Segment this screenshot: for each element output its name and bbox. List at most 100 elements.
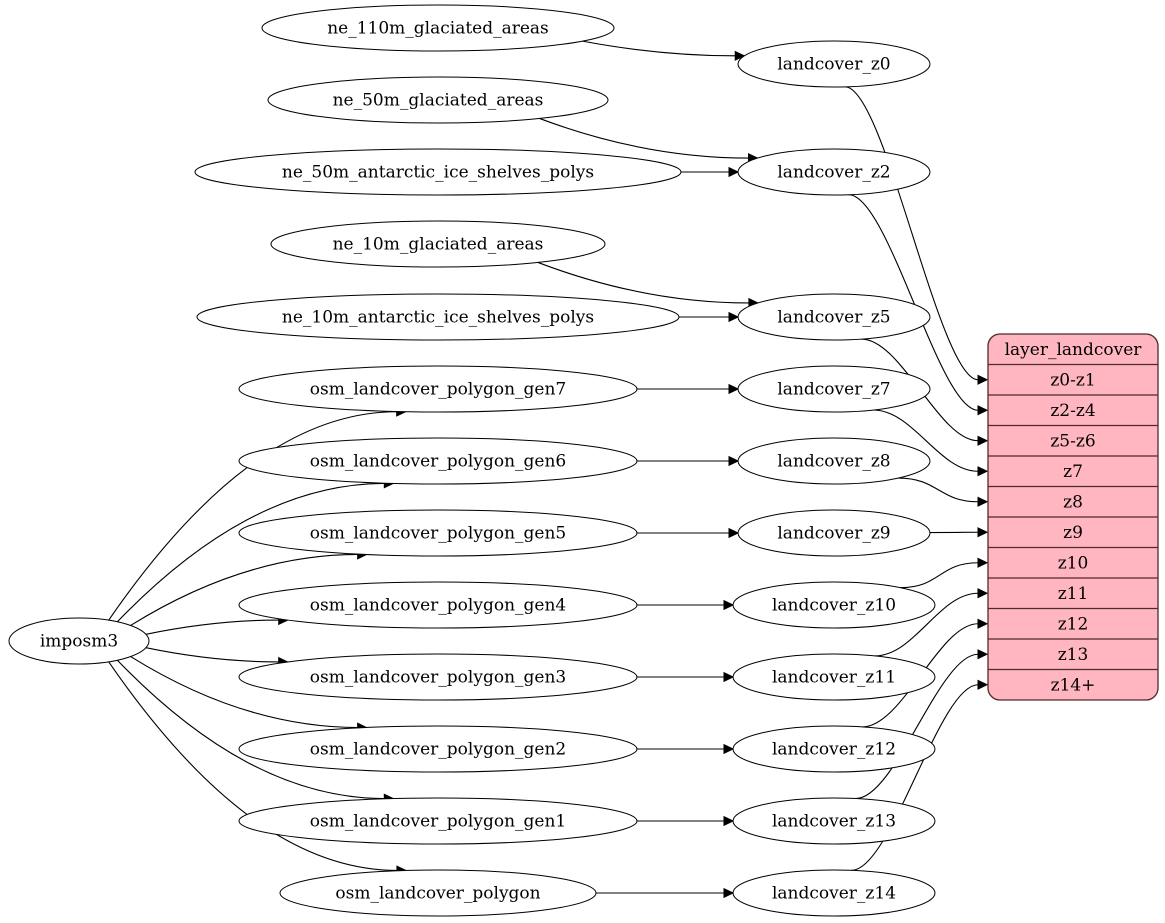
node-osm_landcover_polygon_gen2[interactable]: osm_landcover_polygon_gen2	[238, 725, 638, 773]
table-row-z11[interactable]: z11	[1058, 584, 1089, 604]
arrow-head	[734, 50, 746, 61]
node-ne_110m_glaciated_areas[interactable]: ne_110m_glaciated_areas	[261, 4, 615, 52]
arrow-head	[977, 588, 989, 599]
node-imposm3[interactable]: imposm3	[8, 617, 150, 665]
arrow-head	[977, 649, 989, 660]
edge-path	[539, 117, 749, 159]
node-label: landcover_z12	[772, 740, 896, 760]
node-landcover_z11[interactable]: landcover_z11	[732, 653, 936, 701]
edge-path	[116, 659, 385, 800]
edge-osm_landcover_polygon_gen6-to-landcover_z8	[637, 455, 740, 467]
node-label: landcover_z14	[772, 884, 896, 904]
edge-osm_landcover_polygon-to-landcover_z14	[596, 887, 735, 899]
node-label: osm_landcover_polygon_gen1	[310, 812, 566, 832]
node-landcover_z8[interactable]: landcover_z8	[737, 437, 931, 485]
arrow-head	[723, 743, 735, 755]
table-layer: layer_landcoverz0-z1z2-z4z5-z6z7z8z9z10z…	[987, 333, 1159, 701]
node-label: imposm3	[40, 632, 118, 652]
node-label: landcover_z2	[777, 163, 890, 183]
edge-path	[874, 592, 979, 657]
node-landcover_z5[interactable]: landcover_z5	[737, 293, 931, 341]
edge-landcover_z0-to-layer_landcover-z0-z1	[845, 86, 989, 385]
node-label: ne_10m_glaciated_areas	[333, 235, 544, 255]
arrow-head	[977, 374, 989, 385]
node-shape	[238, 437, 638, 485]
node-shape	[238, 581, 638, 629]
node-landcover_z13[interactable]: landcover_z13	[732, 797, 936, 845]
node-osm_landcover_polygon_gen6[interactable]: osm_landcover_polygon_gen6	[238, 437, 638, 485]
node-osm_landcover_polygon_gen3[interactable]: osm_landcover_polygon_gen3	[238, 653, 638, 701]
arrow-head	[723, 815, 735, 827]
node-ne_10m_glaciated_areas[interactable]: ne_10m_glaciated_areas	[270, 220, 606, 268]
edge-landcover_z2-to-layer_landcover-z2-z4	[848, 194, 989, 416]
node-shape	[196, 293, 680, 341]
node-ne_50m_antarctic_ice_shelves_polys[interactable]: ne_50m_antarctic_ice_shelves_polys	[194, 148, 682, 196]
node-shape	[732, 725, 936, 773]
node-label: osm_landcover_polygon_gen6	[310, 452, 566, 472]
node-label: ne_50m_antarctic_ice_shelves_polys	[282, 163, 594, 183]
edge-path	[130, 656, 359, 729]
table-row-z12[interactable]: z12	[1058, 614, 1089, 634]
node-landcover_z0[interactable]: landcover_z0	[737, 40, 931, 88]
edge-path	[130, 553, 359, 626]
node-landcover_z12[interactable]: landcover_z12	[732, 725, 936, 773]
node-shape	[238, 653, 638, 701]
edge-imposm3-to-osm_landcover_polygon_gen4	[145, 614, 289, 635]
edge-ne_110m_glaciated_areas-to-landcover_z0	[582, 40, 746, 61]
node-shape	[732, 581, 936, 629]
edge-osm_landcover_polygon_gen1-to-landcover_z13	[637, 815, 735, 827]
table-row-z10[interactable]: z10	[1058, 553, 1089, 573]
edge-path	[898, 477, 979, 503]
node-shape	[270, 220, 606, 268]
table-row-z8[interactable]: z8	[1063, 492, 1083, 512]
arrow-head	[723, 599, 735, 611]
edge-landcover_z8-to-layer_landcover-z8	[898, 477, 989, 507]
edge-path	[537, 261, 750, 304]
node-shape	[238, 509, 638, 557]
node-label: osm_landcover_polygon_gen5	[310, 524, 566, 544]
node-ne_10m_antarctic_ice_shelves_polys[interactable]: ne_10m_antarctic_ice_shelves_polys	[196, 293, 680, 341]
table-row-z9[interactable]: z9	[1063, 523, 1083, 543]
node-shape	[737, 293, 931, 341]
arrow-head	[977, 496, 989, 507]
node-osm_landcover_polygon_gen7[interactable]: osm_landcover_polygon_gen7	[238, 365, 638, 413]
edge-path	[145, 619, 280, 635]
node-shape	[732, 653, 936, 701]
node-osm_landcover_polygon_gen1[interactable]: osm_landcover_polygon_gen1	[238, 797, 638, 845]
edge-landcover_z10-to-layer_landcover-z10	[900, 557, 989, 589]
arrow-head	[977, 405, 989, 416]
node-label: landcover_z13	[772, 812, 896, 832]
node-label: landcover_z9	[777, 524, 890, 544]
table-row-z2-z4[interactable]: z2-z4	[1050, 401, 1095, 421]
table-row-z14+[interactable]: z14+	[1051, 675, 1096, 695]
node-shape	[732, 797, 936, 845]
node-osm_landcover_polygon_gen5[interactable]: osm_landcover_polygon_gen5	[238, 509, 638, 557]
edge-path	[582, 40, 736, 57]
edge-landcover_z11-to-layer_landcover-z11	[874, 588, 989, 657]
node-landcover_z2[interactable]: landcover_z2	[737, 148, 931, 196]
edge-path	[873, 409, 979, 472]
node-landcover_z14[interactable]: landcover_z14	[732, 869, 936, 917]
node-label: landcover_z8	[777, 452, 890, 472]
edge-path	[848, 194, 979, 411]
edge-landcover_z9-to-layer_landcover-z9	[929, 527, 989, 538]
table-row-z0-z1[interactable]: z0-z1	[1050, 370, 1095, 390]
node-label: landcover_z11	[772, 668, 896, 688]
arrow-head	[728, 383, 740, 395]
node-landcover_z10[interactable]: landcover_z10	[732, 581, 936, 629]
table-row-z5-z6[interactable]: z5-z6	[1050, 431, 1095, 451]
node-label: landcover_z5	[777, 308, 890, 328]
node-osm_landcover_polygon_gen4[interactable]: osm_landcover_polygon_gen4	[238, 581, 638, 629]
node-landcover_z9[interactable]: landcover_z9	[737, 509, 931, 557]
table-row-z13[interactable]: z13	[1058, 645, 1089, 665]
node-ne_50m_glaciated_areas[interactable]: ne_50m_glaciated_areas	[267, 76, 609, 124]
table-row-z7[interactable]: z7	[1063, 462, 1083, 482]
node-label: landcover_z0	[777, 55, 890, 75]
arrow-head	[728, 527, 740, 539]
node-shape	[279, 869, 597, 917]
node-shape	[238, 725, 638, 773]
node-label: osm_landcover_polygon_gen2	[310, 740, 566, 760]
node-landcover_z7[interactable]: landcover_z7	[737, 365, 931, 413]
node-osm_landcover_polygon[interactable]: osm_landcover_polygon	[279, 869, 597, 917]
